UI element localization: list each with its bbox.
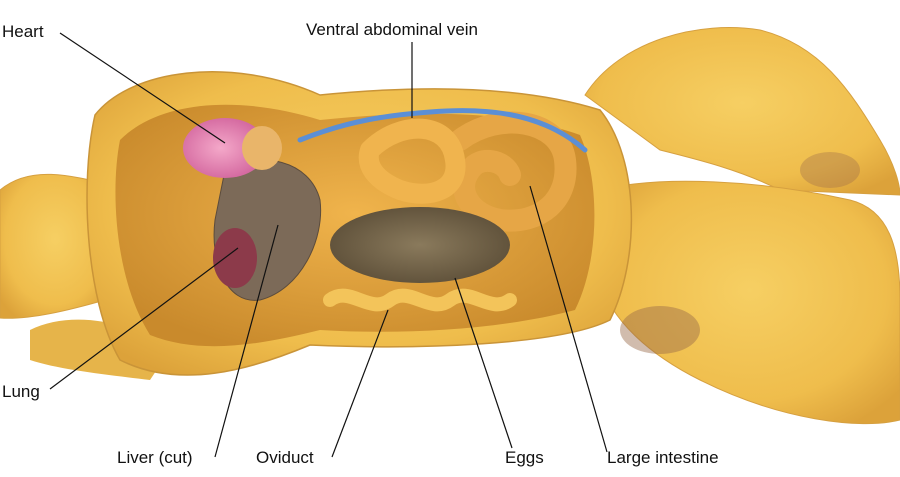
oviduct	[323, 288, 517, 312]
leader-eggs	[454, 277, 513, 449]
leader-oviduct	[331, 309, 389, 458]
label-heart: Heart	[2, 22, 44, 41]
large-intestine	[449, 111, 577, 232]
label-eggs: Eggs	[505, 448, 544, 467]
label-lung: Lung	[2, 382, 40, 401]
label-ventral-abdominal-vein: Ventral abdominal vein	[306, 20, 479, 39]
leader-lung	[49, 247, 239, 390]
skin-spot	[620, 306, 700, 354]
leader-lines	[49, 32, 608, 458]
heart-ventricle	[242, 126, 282, 170]
leader-heart	[59, 32, 226, 144]
right-upper-limb	[584, 27, 900, 196]
heart	[183, 118, 267, 178]
label-oviduct: Oviduct	[256, 448, 314, 467]
label-liver: Liver (cut)	[117, 448, 193, 467]
small-intestine	[358, 118, 466, 204]
egg-mass	[330, 207, 510, 283]
lung	[213, 228, 257, 288]
leader-liver	[214, 224, 279, 458]
right-lower-limb	[599, 180, 900, 425]
leader-large-intestine	[529, 185, 608, 453]
label-large-intestine: Large intestine	[607, 448, 719, 467]
skin-spot	[800, 152, 860, 188]
ventral-abdominal-vein	[297, 108, 588, 153]
